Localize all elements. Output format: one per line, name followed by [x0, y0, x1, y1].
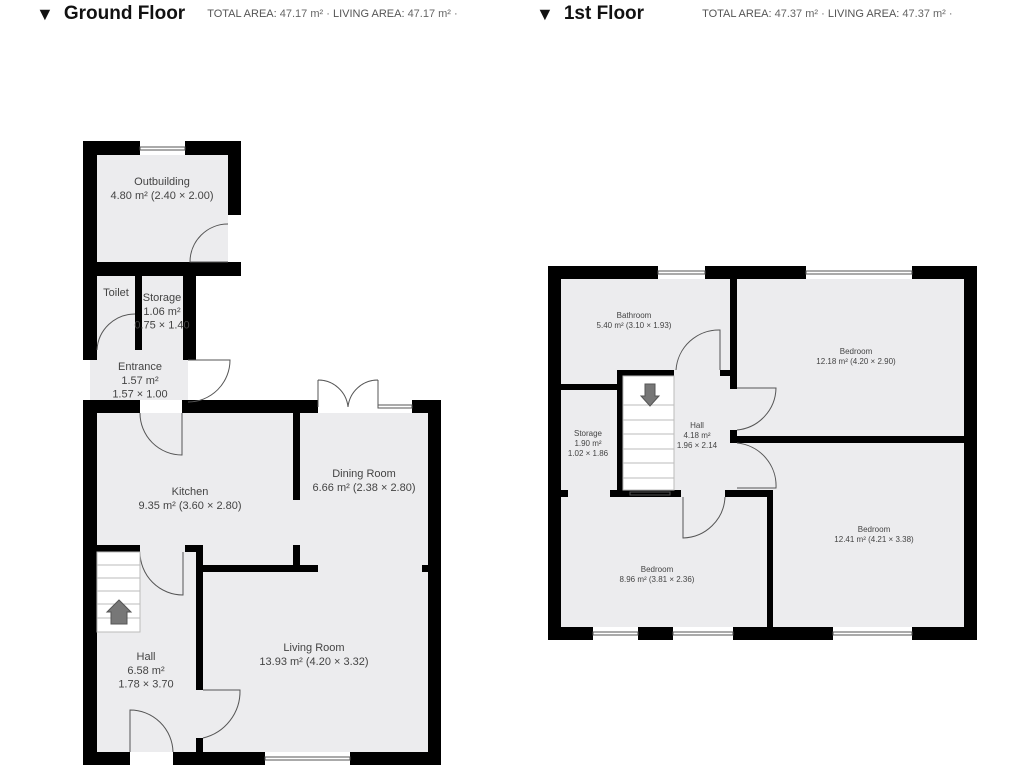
- first-floor-header[interactable]: ▼ 1st Floor TOTAL AREA: 47.37 m² · LIVIN…: [536, 0, 953, 28]
- room-label-line: Entrance: [118, 361, 162, 373]
- room-label-line: Living Room: [283, 642, 344, 654]
- room-label: Storage 1.06 m² 0.75 × 1.40: [134, 292, 189, 332]
- french-door: [317, 379, 379, 408]
- door-swing: [189, 223, 229, 263]
- room-label-line: 1.06 m²: [143, 306, 181, 318]
- ground-stairs: [96, 551, 141, 633]
- room-label-line: 9.35 m² (3.60 × 2.80): [138, 500, 241, 512]
- room-label-line: Hall: [690, 421, 704, 430]
- first-floor-walls: [548, 266, 977, 640]
- room-label-line: 0.75 × 1.40: [134, 320, 189, 332]
- window: [139, 146, 186, 151]
- room-label-line: Outbuilding: [134, 176, 190, 188]
- total-area-value: 47.37 m²: [774, 8, 819, 20]
- room-label-line: Bedroom: [641, 565, 674, 574]
- floor-area-summary: TOTAL AREA: 47.37 m² · LIVING AREA: 47.3…: [702, 8, 953, 20]
- room-label-line: Dining Room: [332, 468, 396, 480]
- first-stairs: [622, 375, 675, 491]
- room-label-line: 12.18 m² (4.20 × 2.90): [816, 357, 896, 366]
- living-area-label: LIVING AREA:: [332, 8, 405, 20]
- room-label-line: 1.57 × 1.00: [112, 389, 167, 401]
- room-label-line: Storage: [143, 292, 182, 304]
- room-label-line: 4.80 m² (2.40 × 2.00): [110, 190, 213, 202]
- room-label-line: Toilet: [103, 287, 129, 299]
- door-swing: [682, 496, 726, 539]
- room-label-line: 8.96 m² (3.81 × 2.36): [620, 575, 695, 584]
- room-label-line: Bathroom: [617, 311, 652, 320]
- room-label: Hall 6.58 m² 1.78 × 3.70: [118, 651, 173, 691]
- room-label-line: 1.90 m²: [574, 439, 601, 448]
- room-label-line: 12.41 m² (4.21 × 3.38): [834, 535, 914, 544]
- room-label-line: 6.58 m²: [127, 665, 165, 677]
- total-area-label: TOTAL AREA:: [207, 8, 277, 20]
- door-swing: [202, 689, 241, 739]
- room-label-line: 1.57 m²: [121, 375, 159, 387]
- total-area-label: TOTAL AREA:: [702, 8, 772, 20]
- room-label-line: 6.66 m² (2.38 × 2.80): [312, 482, 415, 494]
- room-label: Kitchen 9.35 m² (3.60 × 2.80): [138, 486, 241, 512]
- window: [264, 756, 351, 761]
- room-label: Dining Room 6.66 m² (2.38 × 2.80): [312, 468, 415, 494]
- floor-area-summary: TOTAL AREA: 47.17 m² · LIVING AREA: 47.1…: [207, 8, 458, 20]
- first-floor-openings: [592, 270, 913, 636]
- stair-arrow-down-icon: [639, 383, 661, 407]
- room-label-line: Bedroom: [840, 347, 873, 356]
- room-label-line: Storage: [574, 429, 603, 438]
- room-label-line: Kitchen: [172, 486, 209, 498]
- room-label: Outbuilding 4.80 m² (2.40 × 2.00): [110, 176, 213, 202]
- collapse-triangle-icon[interactable]: ▼: [536, 3, 554, 24]
- ground-floor-header[interactable]: ▼ Ground Floor TOTAL AREA: 47.17 m² · LI…: [36, 0, 458, 28]
- room-label-line: 5.40 m² (3.10 × 1.93): [597, 321, 672, 330]
- door-swing: [139, 412, 183, 456]
- total-area-value: 47.17 m²: [279, 8, 324, 20]
- room-label: Entrance 1.57 m² 1.57 × 1.00: [112, 361, 167, 401]
- door-swing: [139, 551, 184, 596]
- room-label-line: Bedroom: [858, 525, 891, 534]
- window: [377, 404, 413, 409]
- room-label-line: 4.18 m²: [683, 431, 710, 440]
- door-swing: [736, 442, 777, 489]
- door-swing: [187, 359, 231, 403]
- room-label: Living Room 13.93 m² (4.20 × 3.32): [259, 642, 368, 668]
- collapse-triangle-icon[interactable]: ▼: [36, 3, 54, 24]
- room-label: Toilet: [103, 287, 129, 299]
- living-area-label: LIVING AREA:: [827, 8, 900, 20]
- living-area-value: 47.37 m²: [902, 8, 946, 20]
- door-swing: [736, 387, 777, 431]
- ground-floor-walls: [83, 141, 441, 765]
- ground-floor-openings: [96, 146, 413, 761]
- room-label-line: 1.78 × 3.70: [118, 679, 173, 691]
- room-label-line: 1.96 × 2.14: [677, 441, 718, 450]
- living-area-value: 47.17 m²: [407, 8, 451, 20]
- room-label-line: 1.02 × 1.86: [568, 449, 609, 458]
- floor-fills: [90, 155, 964, 752]
- stair-arrow-up-icon: [105, 599, 133, 625]
- door-swing: [129, 709, 174, 753]
- room-label-line: Hall: [137, 651, 156, 663]
- door-swing: [675, 329, 721, 371]
- door-swing: [96, 313, 136, 351]
- room-label-line: 13.93 m² (4.20 × 3.32): [259, 656, 368, 668]
- floor-title: 1st Floor: [563, 3, 645, 24]
- floor-title: Ground Floor: [63, 3, 186, 24]
